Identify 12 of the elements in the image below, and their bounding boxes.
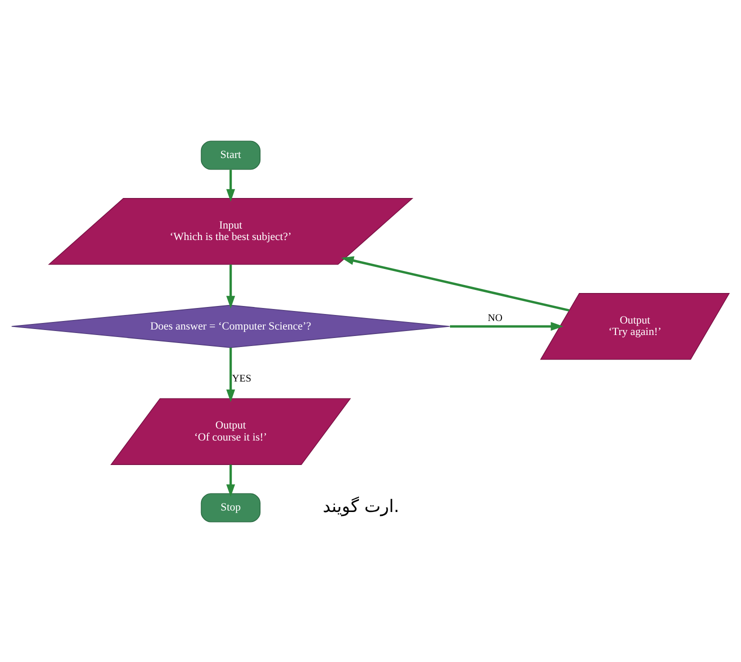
edge-label: YES <box>232 373 252 384</box>
node-box: Start <box>200 140 260 170</box>
node-box: Stop <box>200 492 260 522</box>
arrow <box>226 264 236 308</box>
node-diamond: Does answer = ‘Computer Science’? <box>11 304 450 348</box>
arrow <box>226 347 236 402</box>
arrow <box>226 169 236 202</box>
arrow <box>226 464 236 496</box>
arrow <box>450 321 564 330</box>
edge-label: NO <box>488 312 502 324</box>
arrow <box>341 256 570 312</box>
label: ارت گویند. <box>322 496 400 517</box>
